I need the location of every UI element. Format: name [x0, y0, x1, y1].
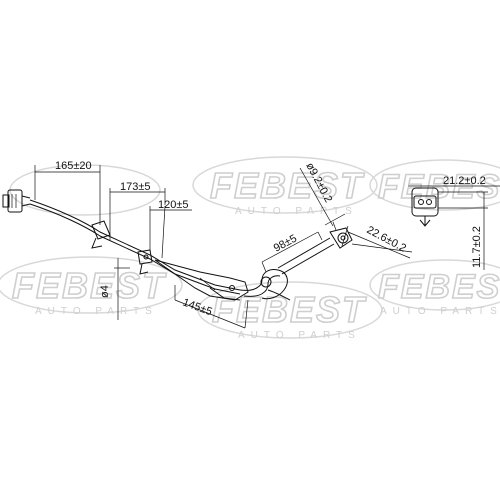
dim-165-label: 165±20 [55, 160, 92, 172]
dim-145-label: 145±5 [181, 297, 214, 319]
dim-4-label: ø4 [99, 285, 111, 298]
svg-text:FEBEST: FEBEST [378, 268, 500, 306]
dim-165: 165±20 [34, 160, 101, 225]
dim-diameter-4: ø4 [99, 258, 130, 320]
dim-22-6-label: 22.6±0.2 [365, 224, 408, 255]
dim-173-label: 173±5 [120, 181, 151, 193]
connector-plug [2, 189, 31, 213]
svg-text:FEBEST: FEBEST [378, 168, 500, 206]
dim-98-label: 98±5 [272, 233, 299, 255]
svg-text:AUTO PARTS: AUTO PARTS [380, 306, 500, 317]
svg-text:FEBEST: FEBEST [12, 265, 167, 306]
watermark-mid-center: FEBEST AUTO PARTS [197, 281, 383, 341]
watermark-group: FEBEST AUTO PARTS FEBEST FEBEST AUTO PAR… [0, 156, 500, 341]
connector-detail: 21.2±0.2 11.7±0.2 [408, 175, 500, 270]
svg-text:FEBEST: FEBEST [212, 289, 367, 330]
watermark-top-right: FEBEST [369, 159, 500, 211]
svg-text:FEBEST: FEBEST [210, 165, 365, 206]
watermark-mid-left: FEBEST AUTO PARTS [0, 256, 183, 317]
sensor-hose [239, 237, 335, 301]
watermark-top-center: FEBEST AUTO PARTS [192, 156, 378, 217]
dim-173: 173±5 [109, 181, 166, 240]
dim-22-6: 22.6±0.2 [341, 224, 413, 259]
sensor-cable [29, 199, 249, 301]
dim-120: 120±5 [149, 199, 192, 259]
dim-21-2-label: 21.2±0.2 [443, 175, 486, 187]
watermark-mid-right: FEBEST AUTO PARTS [369, 259, 500, 317]
dim-98: 98±5 [261, 231, 323, 273]
dim-11-7-label: 11.7±0.2 [471, 226, 483, 268]
svg-text:AUTO PARTS: AUTO PARTS [238, 330, 361, 341]
svg-text:AUTO PARTS: AUTO PARTS [35, 306, 158, 317]
dim-120-label: 120±5 [158, 199, 189, 211]
svg-text:AUTO PARTS: AUTO PARTS [235, 206, 358, 217]
